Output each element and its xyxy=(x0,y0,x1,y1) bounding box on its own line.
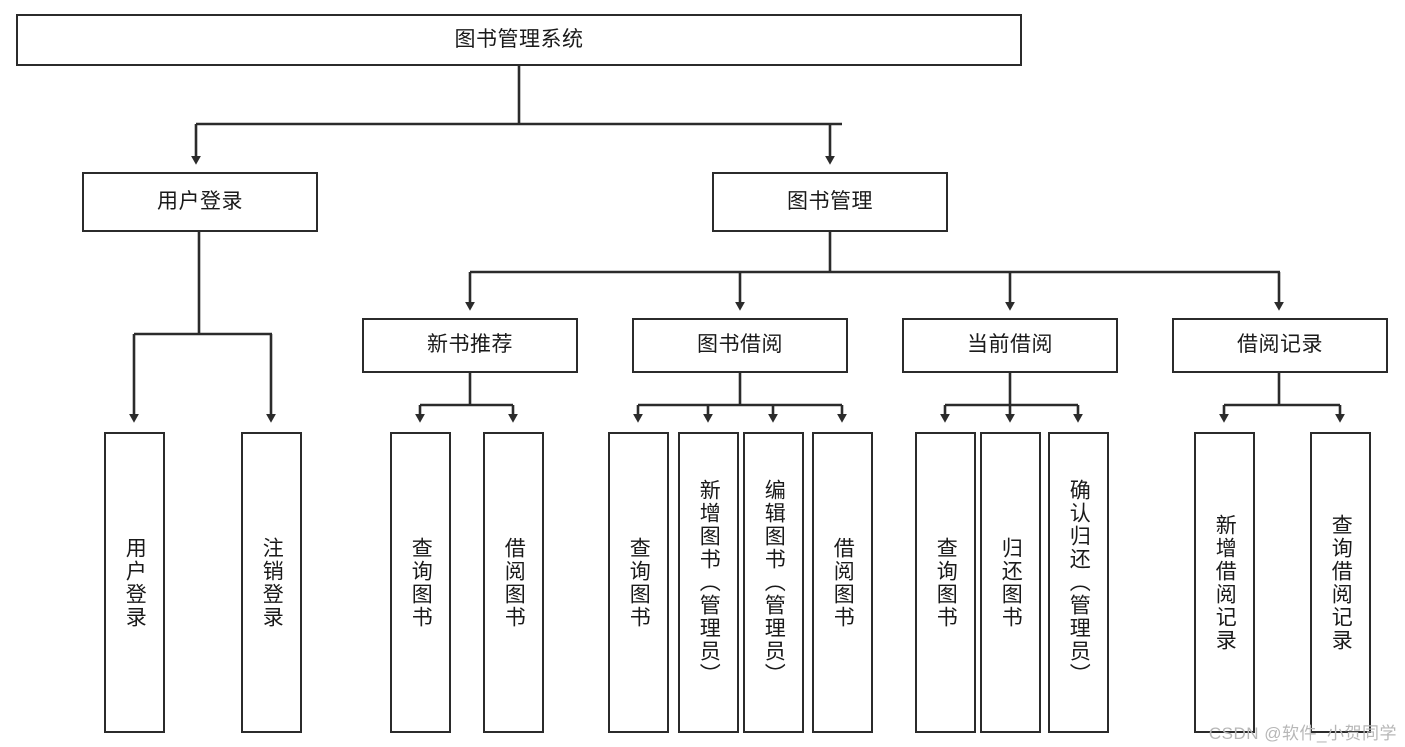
csdn-watermark: CSDN @软件_小贺同学 xyxy=(1208,724,1397,743)
node-book-borrow[interactable]: 图书借阅 xyxy=(632,318,848,373)
node-label: 新增借阅记录 xyxy=(1213,513,1237,652)
node-label: 查询图书 xyxy=(934,536,958,629)
node-label: 归还图书 xyxy=(999,536,1023,629)
node-new-book-recommend[interactable]: 新书推荐 xyxy=(362,318,578,373)
node-label: 借阅图书 xyxy=(502,536,526,629)
node-label: 借阅图书 xyxy=(831,536,855,629)
node-label: 图书管理系统 xyxy=(454,27,584,51)
node-leaf-borrow-book-2[interactable]: 借阅图书 xyxy=(812,432,873,733)
node-borrow-record[interactable]: 借阅记录 xyxy=(1172,318,1388,373)
node-leaf-query-borrow-record[interactable]: 查询借阅记录 xyxy=(1310,432,1371,733)
node-label: 注销登录 xyxy=(260,536,284,629)
node-user-login[interactable]: 用户登录 xyxy=(82,172,318,232)
node-leaf-query-book-1[interactable]: 查询图书 xyxy=(390,432,451,733)
node-label: 查询图书 xyxy=(409,536,433,629)
node-label: 当前借阅 xyxy=(967,333,1053,357)
node-current-borrow[interactable]: 当前借阅 xyxy=(902,318,1118,373)
node-leaf-add-borrow-record[interactable]: 新增借阅记录 xyxy=(1194,432,1255,733)
node-leaf-query-book-3[interactable]: 查询图书 xyxy=(915,432,976,733)
node-label: 用户登录 xyxy=(123,536,147,629)
node-label: 确认归还（管理员） xyxy=(1067,479,1091,686)
node-label: 图书借阅 xyxy=(697,333,783,357)
node-label: 图书管理 xyxy=(787,189,873,213)
node-label: 用户登录 xyxy=(157,189,243,213)
node-book-management[interactable]: 图书管理 xyxy=(712,172,948,232)
node-label: 查询图书 xyxy=(627,536,651,629)
node-leaf-return-book[interactable]: 归还图书 xyxy=(980,432,1041,733)
node-leaf-borrow-book-1[interactable]: 借阅图书 xyxy=(483,432,544,733)
node-label: 查询借阅记录 xyxy=(1329,513,1353,652)
node-label: 新书推荐 xyxy=(427,333,513,357)
node-leaf-confirm-return-admin[interactable]: 确认归还（管理员） xyxy=(1048,432,1109,733)
node-leaf-user-logout[interactable]: 注销登录 xyxy=(241,432,302,733)
node-leaf-user-login[interactable]: 用户登录 xyxy=(104,432,165,733)
node-root-book-management-system[interactable]: 图书管理系统 xyxy=(16,14,1022,66)
node-label: 借阅记录 xyxy=(1237,333,1323,357)
node-leaf-query-book-2[interactable]: 查询图书 xyxy=(608,432,669,733)
node-leaf-add-book-admin[interactable]: 新增图书（管理员） xyxy=(678,432,739,733)
node-label: 新增图书（管理员） xyxy=(697,479,721,686)
node-label: 编辑图书（管理员） xyxy=(762,479,786,686)
node-leaf-edit-book-admin[interactable]: 编辑图书（管理员） xyxy=(743,432,804,733)
